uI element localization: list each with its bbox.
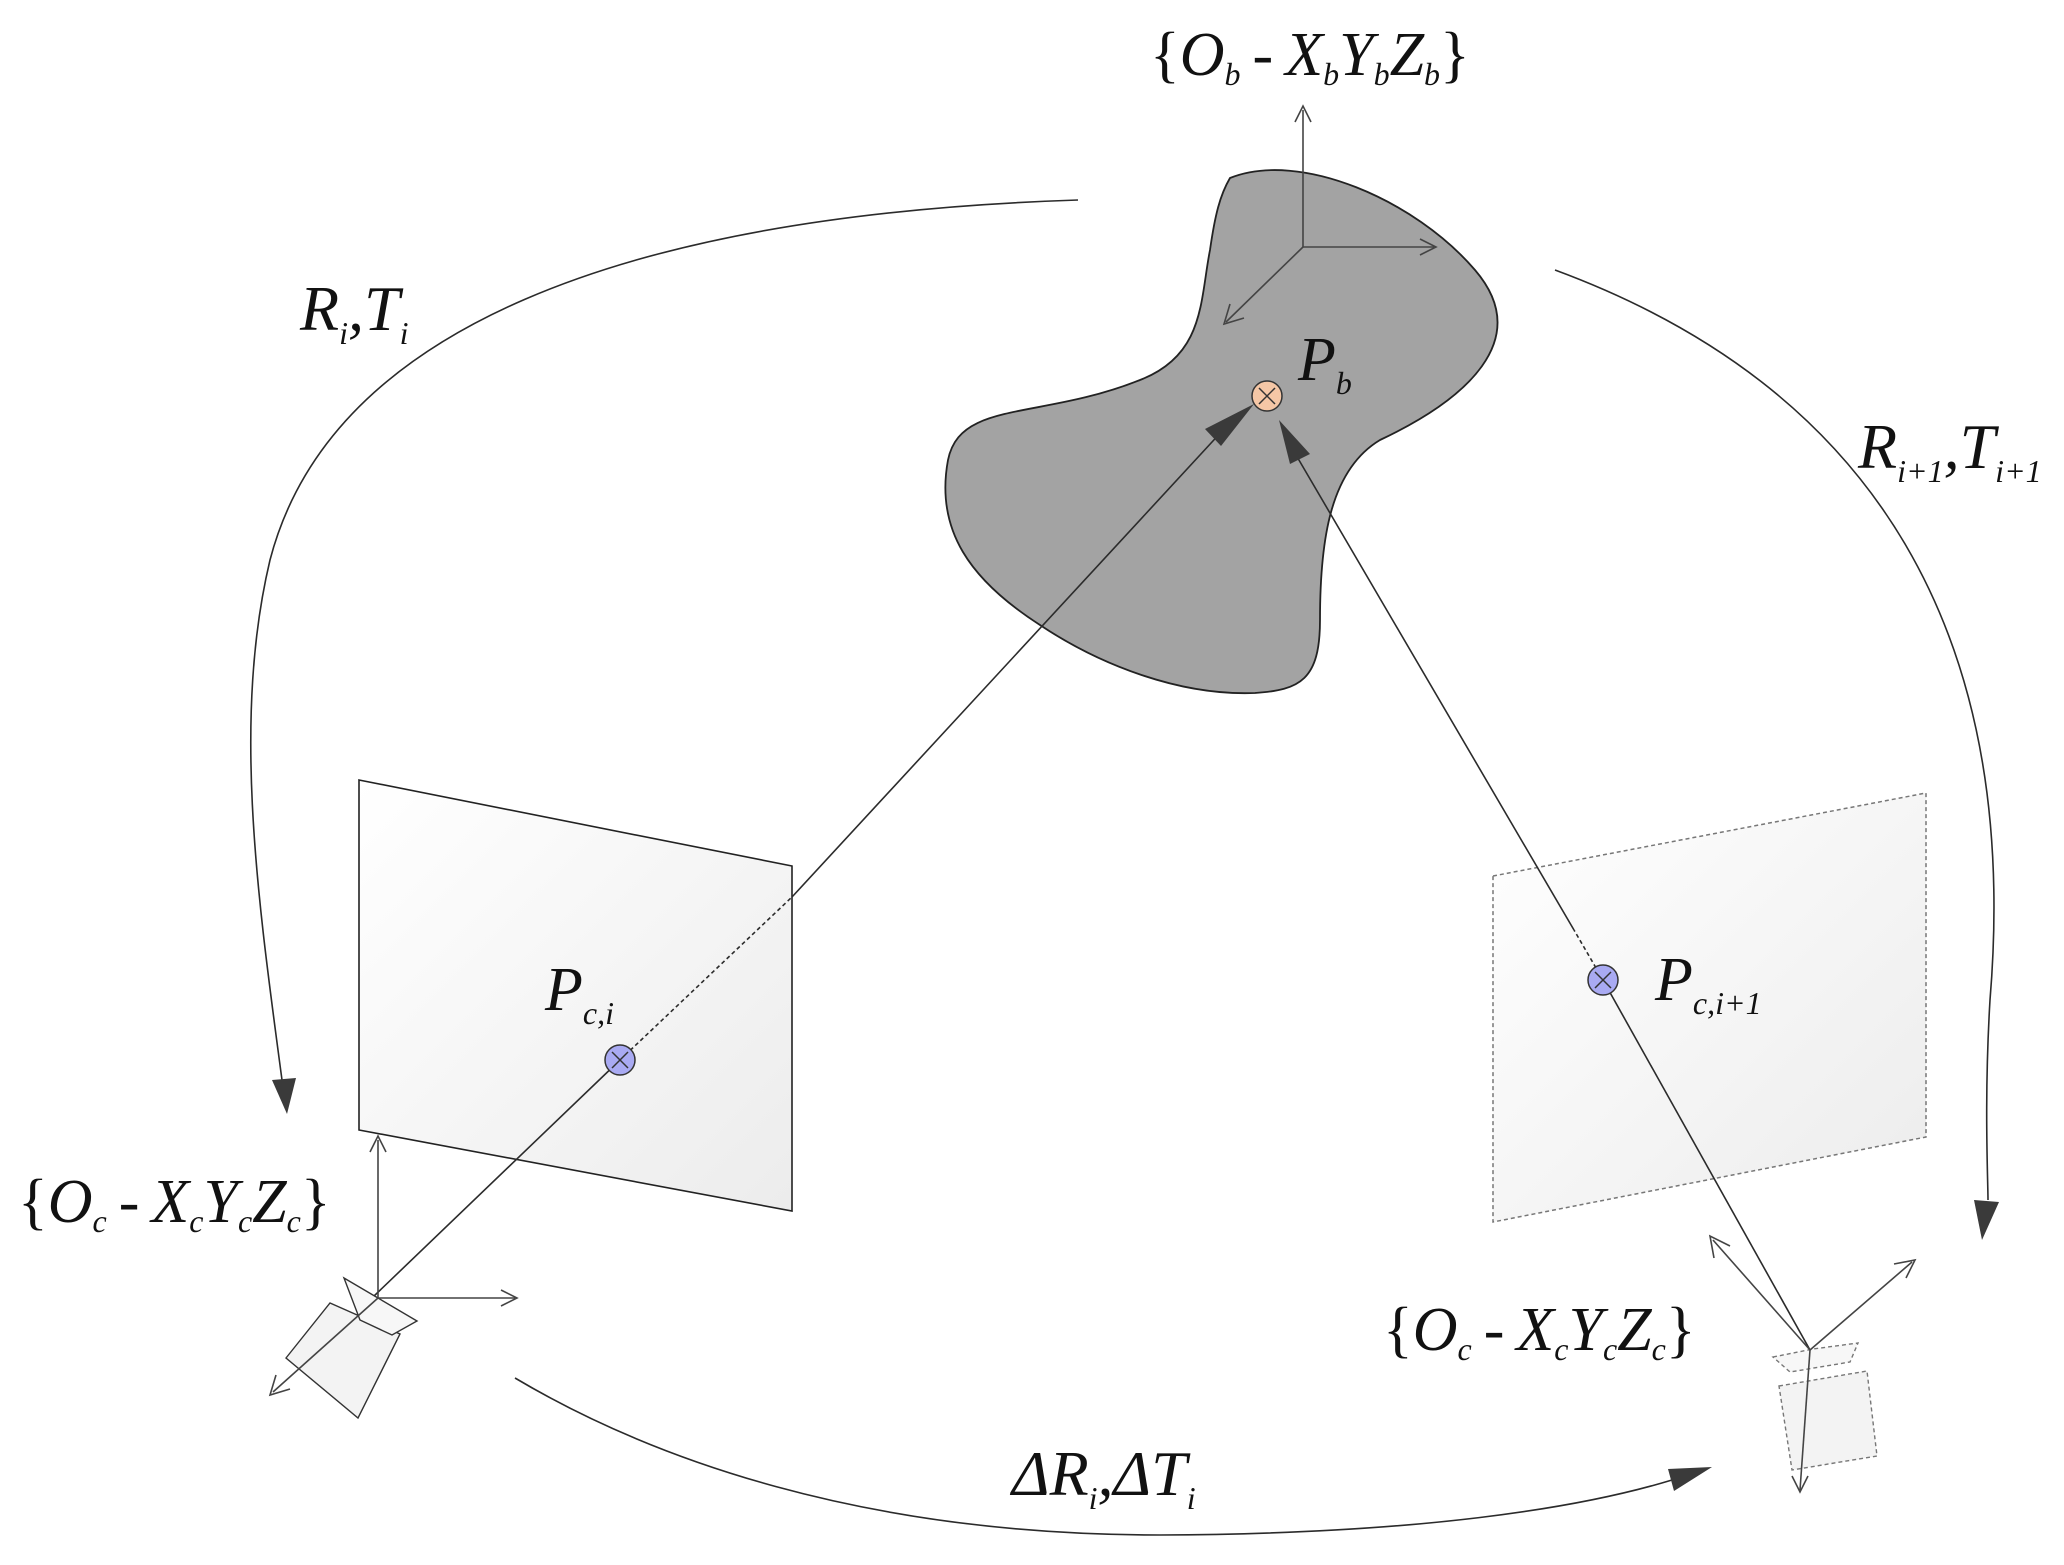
camera-i1-x-arrowhead <box>1893 1258 1917 1279</box>
camera-i-y-arrowhead <box>369 1134 387 1153</box>
transform-right-label: Ri+1,Ti+1 <box>1857 411 2042 489</box>
body-frame-label: {Ob-XbYbZb} <box>1150 21 1470 92</box>
arc-bottom-arrowhead <box>1668 1467 1712 1491</box>
camera-i-lens <box>342 1276 419 1336</box>
image-point-i-marker <box>604 1044 636 1076</box>
arc-right-arrowhead <box>1974 1200 1999 1240</box>
camera-i-z-arrowhead <box>268 1374 291 1397</box>
camera-i1-lens <box>1771 1342 1860 1373</box>
projection-ray-i1 <box>1279 420 1811 1351</box>
camera-i1-body <box>1778 1370 1878 1471</box>
transform-bottom-label: ΔRi,ΔTi <box>1009 1438 1196 1516</box>
image-point-i1-label: Pc,i+1 <box>1654 946 1762 1021</box>
transform-arc-left <box>249 199 1079 1114</box>
camera-i <box>268 1134 519 1420</box>
camera-i1 <box>1708 1234 1917 1494</box>
ray-i1-arrowhead <box>1279 420 1310 464</box>
camera-i-frame-label: {Oc-XcYcZc} <box>18 1168 331 1239</box>
image-plane-i <box>358 779 793 1212</box>
body-frame-axes <box>1222 104 1438 326</box>
arc-left-arrowhead <box>272 1078 296 1114</box>
ray-i-arrowhead <box>1205 404 1254 446</box>
projection-ray-i <box>372 404 1254 1298</box>
camera-i-z-axis <box>272 1297 379 1393</box>
camera-i1-x-axis <box>1809 1261 1913 1351</box>
camera-i1-z-arrowhead <box>1791 1475 1809 1494</box>
body-point-label: Pb <box>1297 326 1352 401</box>
transform-left-label: Ri,Ti <box>299 273 408 351</box>
image-point-i1-marker <box>1587 964 1619 996</box>
camera-i-body <box>285 1302 401 1420</box>
camera-i1-frame-label: {Oc-XcYcZc} <box>1383 1296 1696 1367</box>
transform-arc-right <box>1554 269 1999 1240</box>
body-point-marker <box>1251 380 1283 412</box>
image-plane-i1 <box>1492 792 1927 1223</box>
camera-i1-y-axis <box>1712 1239 1811 1351</box>
camera-i1-y-arrowhead <box>1708 1234 1731 1259</box>
transform-arc-bottom <box>514 1377 1712 1536</box>
camera-i1-z-axis <box>1799 1349 1811 1491</box>
camera-i-x-arrowhead <box>500 1289 519 1307</box>
body-y-arrowhead <box>1222 303 1245 326</box>
body-y-axis <box>1225 246 1304 323</box>
body-x-arrowhead <box>1419 238 1438 256</box>
image-point-i-label: Pc,i <box>544 956 614 1031</box>
body-z-arrowhead <box>1294 104 1312 123</box>
